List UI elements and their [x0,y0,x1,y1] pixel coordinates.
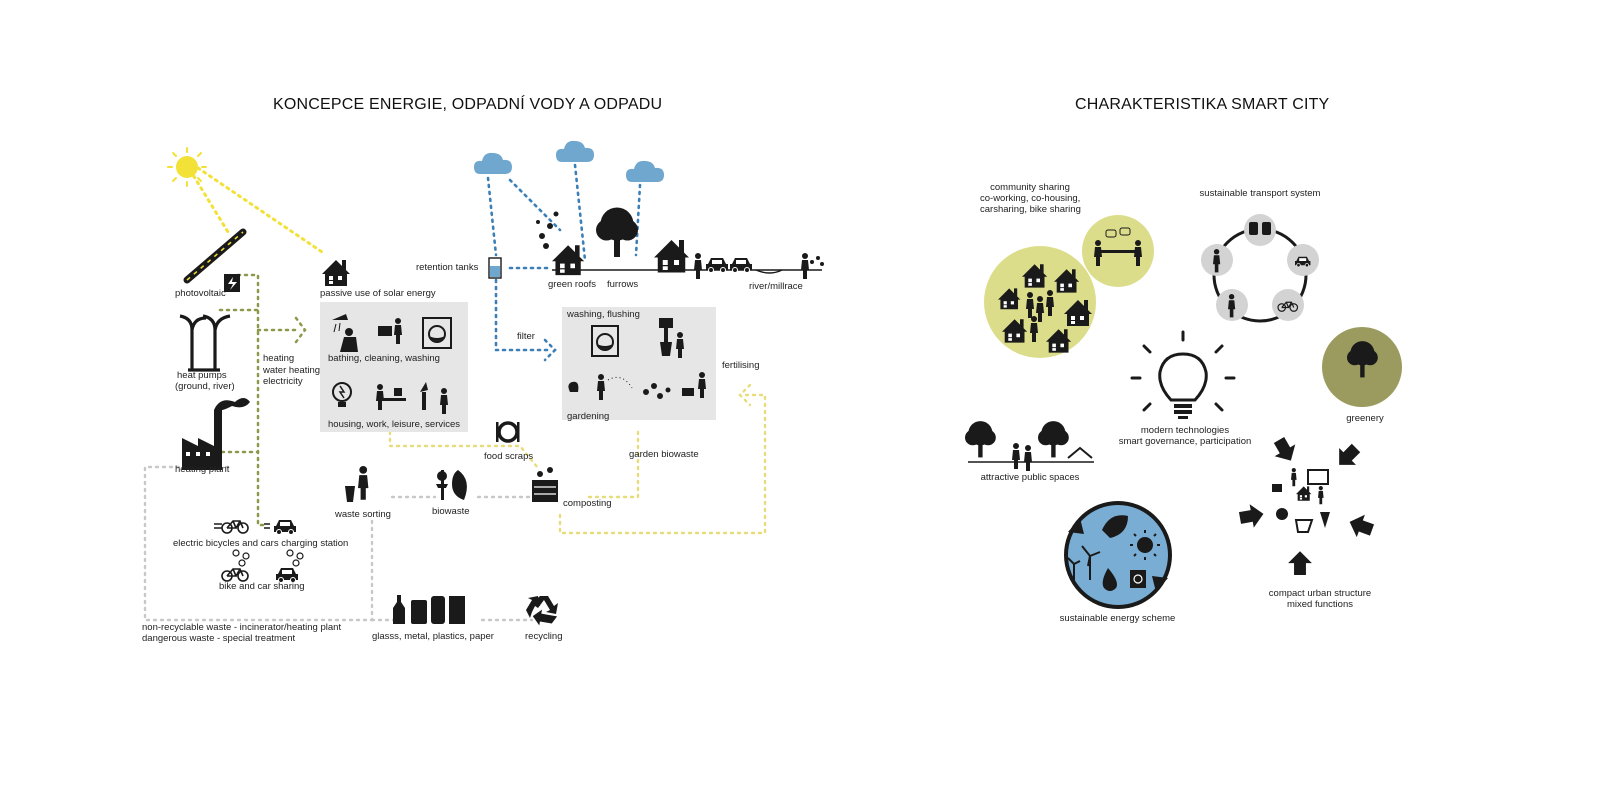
washing-machine-icon [422,317,452,349]
lightbulb-icon [1130,330,1236,419]
plate-icon [496,421,520,443]
label-biowaste: biowaste [432,506,470,517]
label-washing-flushing: washing, flushing [567,309,640,320]
biowaste-icon [436,470,467,500]
label-waste-sorting: waste sorting [335,509,391,520]
recycle-icon [526,596,558,626]
wind-turbine-icon [1067,545,1101,580]
right-diagram-title: CHARAKTERISTIKA SMART CITY [1075,96,1330,113]
heat-pump-icon [179,314,231,372]
label-ev-charging: electric bicycles and cars charging stat… [173,538,349,549]
label-recycling: recycling [525,631,563,642]
label-garden-biowaste: garden biowaste [629,449,699,460]
cloud-icon [556,140,594,162]
label-composting: composting [563,498,612,509]
label-photovoltaic: photovoltaic [175,288,226,299]
label-passive-solar: passive use of solar energy [320,288,436,299]
label-community-1: community sharing [990,182,1070,193]
bike-car-sharing-icon [221,549,304,583]
compost-bin-icon [532,467,558,502]
ev-charging-icon [214,519,297,535]
leaf-icon [1102,515,1128,538]
desk-worker-icon [376,384,406,410]
label-glass-metal: glasss, metal, plastics, paper [372,631,494,642]
label-modern-2: smart governance, participation [1118,436,1252,447]
label-furrows: furrows [607,279,639,290]
label-green-roofs: green roofs [548,279,597,290]
train-icon [1249,222,1271,235]
label-electricity: electricity [263,376,303,387]
cloud-icon [626,160,664,182]
label-heating: heating [263,353,295,364]
label-retention-tanks: retention tanks [416,262,479,273]
shower-icon [332,314,358,352]
cloud-icon [474,152,512,174]
sun-icon [1130,530,1160,560]
public-spaces-icons [965,421,1094,471]
reeds-icon [810,256,824,266]
label-bike-car-sharing: bike and car sharing [219,581,305,592]
tree-icon [596,207,638,257]
sink-person-icon [378,318,402,344]
label-heat-pumps: heat pumps [177,370,227,381]
label-heat-pumps-sub: (ground, river) [175,381,235,392]
factory-icon [182,398,250,470]
hose-gardener-icon [568,374,633,400]
person-icon [801,253,809,279]
label-dangerous-waste: dangerous waste - special treatment [142,633,296,644]
toilet-icon [659,318,684,358]
label-greenery: greenery [1346,413,1384,424]
recyclables-icon [393,595,465,624]
left-diagram-title: KONCEPCE ENERGIE, ODPADNÍ VODY A ODPADU [273,96,663,113]
label-food-scraps: food scraps [484,451,534,462]
retention-tank-icon [488,257,502,279]
label-heating-plant: heating plant [175,464,230,475]
label-compact-1: compact urban structure [1268,588,1372,599]
label-filter: filter [517,331,535,342]
house-icon [654,240,689,273]
plants-icon [643,383,671,399]
flowers-icon [536,211,559,249]
sun-icon [167,147,207,187]
label-housing: housing, work, leisure, services [328,419,460,430]
person-icon [694,253,702,279]
waste-sorting-icon [345,466,369,502]
label-community-2: co-working, co-housing, [980,193,1081,204]
label-river: river/millrace [749,281,803,292]
recycle-bin-icon [1130,570,1146,588]
lightbulb-icon [332,382,352,407]
solar-panel-icon [183,228,247,292]
house-icon [552,245,585,276]
washing-machine-icon [591,325,619,357]
label-energy-scheme: sustainable energy scheme [1059,613,1176,624]
label-compact-2: mixed functions [1286,599,1353,610]
transport-nodes [1201,214,1319,321]
label-modern-1: modern technologies [1140,425,1230,436]
label-non-recyclable: non-recyclable waste - incinerator/heati… [142,622,342,633]
house-icon [322,260,350,286]
label-bathing: bathing, cleaning, washing [328,353,440,364]
compact-structure [1237,434,1377,575]
label-transport: sustainable transport system [1199,188,1321,199]
label-fertilising: fertilising [722,360,760,371]
leisure-icon [420,382,448,414]
label-gardening: gardening [567,411,610,422]
coworking-icons [1094,227,1142,266]
watering-can-icon [676,372,706,398]
water-drop-icon [1102,568,1117,591]
label-water-heating: water heating [263,365,321,376]
label-public-spaces: attractive public spaces [980,472,1080,483]
water-use-panel [562,307,716,420]
label-community-3: carsharing, bike sharing [980,204,1081,215]
